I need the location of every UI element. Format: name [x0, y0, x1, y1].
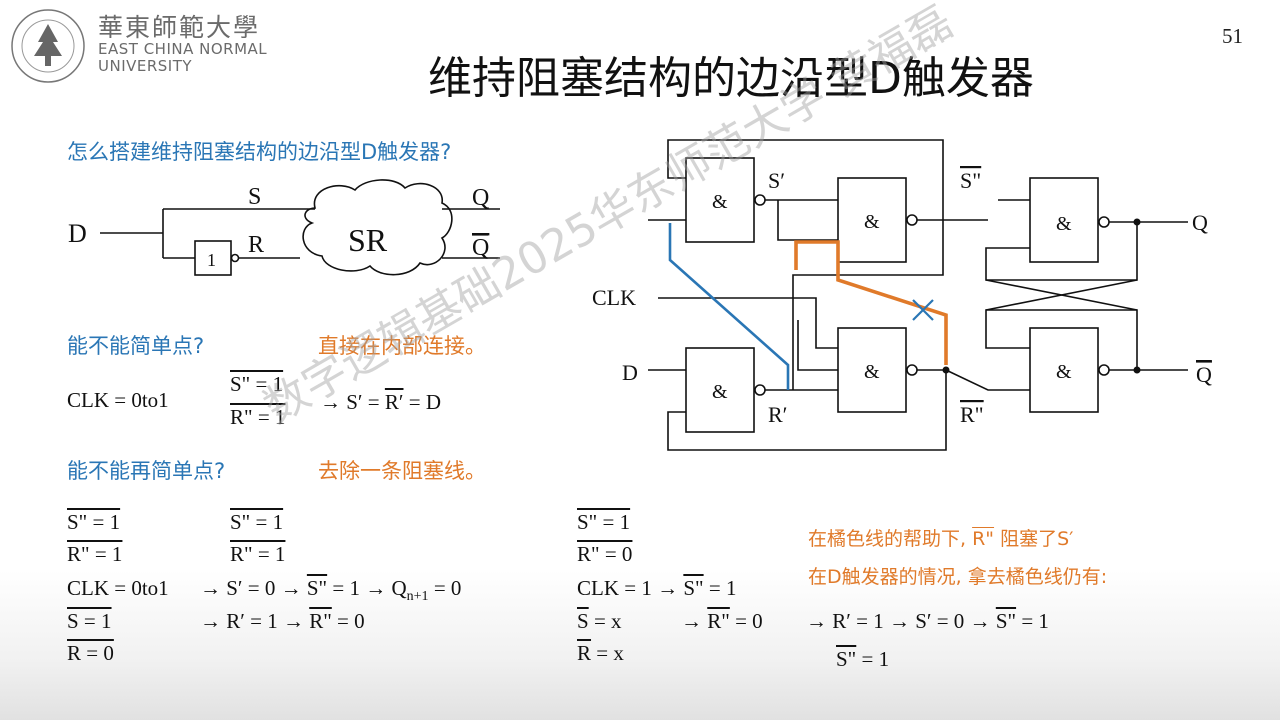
- note-chain: → R′ = 1 → S′ = 0 → S" = 1: [806, 609, 1049, 633]
- sr-latch-diagram: D S R 1 SR Q Q: [68, 179, 500, 276]
- logo-english-line2: UNIVERSITY: [98, 57, 193, 75]
- sr-block-label: SR: [348, 222, 388, 258]
- gate-2-label: &: [864, 211, 880, 233]
- qbar-output-label: Q: [1196, 362, 1212, 387]
- inverter-label: 1: [207, 250, 216, 270]
- logo-english-line1: EAST CHINA NORMAL: [98, 40, 268, 58]
- maintain-block-circuit: & & & & & & S′ S" R′ R" CLK D Q Q: [592, 139, 1212, 451]
- page-number: 51: [1222, 24, 1243, 48]
- bl-chain-q: → S′ = 0 → S" = 1 → Qn+1 = 0: [200, 576, 462, 605]
- cross-mark-icon: [912, 299, 934, 321]
- background-skyline: [0, 570, 1280, 720]
- bl-m-s2: S" = 1: [230, 510, 284, 534]
- bl-s: S = 1: [67, 609, 112, 633]
- gate-1-label: &: [712, 191, 728, 213]
- gate-4-label: &: [712, 381, 728, 403]
- answer-connect: 直接在内部连接。: [318, 334, 486, 358]
- gate-3-label: &: [864, 361, 880, 383]
- br-r2-0: → R" = 0: [681, 609, 763, 633]
- note-line2: 在D触发器的情况, 拿去橘色线仍有:: [808, 566, 1108, 588]
- output-qbar-label: Q: [472, 235, 489, 261]
- logo-emblem-icon: [11, 9, 85, 83]
- r-double-label: R": [960, 402, 984, 427]
- input-d-label: D: [68, 219, 87, 248]
- eq-s2-1: S" = 1: [230, 372, 284, 396]
- q-output-label: Q: [1192, 210, 1208, 235]
- orange-block-line: [794, 240, 948, 365]
- br-s2: S" = 1: [577, 510, 631, 534]
- question-build: 怎么搭建维持阻塞结构的边沿型D触发器?: [67, 140, 452, 164]
- bl-r2: R" = 1: [67, 542, 123, 566]
- slide-title: 维持阻塞结构的边沿型D触发器: [428, 53, 1034, 104]
- br-s-x: S = x: [577, 609, 622, 633]
- question-simpler: 能不能简单点?: [67, 334, 205, 358]
- bl-chain-r: → R′ = 1 → R" = 0: [200, 609, 365, 633]
- br-r-x: R = x: [577, 641, 624, 665]
- gate-6-label: &: [1056, 361, 1072, 383]
- bl-m-r2: R" = 1: [230, 542, 286, 566]
- r-label: R: [248, 232, 264, 258]
- bl-r: R = 0: [67, 641, 114, 665]
- gate-5-label: &: [1056, 213, 1072, 235]
- s-double-label: S": [960, 168, 981, 193]
- note-line1: 在橘色线的帮助下, R" 阻塞了S′: [808, 528, 1074, 550]
- answer-remove-line: 去除一条阻塞线。: [318, 459, 486, 483]
- s-prime-label: S′: [768, 168, 785, 193]
- br-clk: CLK = 1 → S" = 1: [577, 576, 737, 600]
- bl-s2: S" = 1: [67, 510, 121, 534]
- note-final: S" = 1: [836, 647, 890, 671]
- blue-block-line: [668, 223, 790, 390]
- eq-result-d: → S′ = R′ = D: [320, 390, 441, 414]
- clk-label: CLK: [592, 285, 636, 310]
- eq-r2-1: R" = 1: [230, 405, 286, 429]
- eq-clk-0to1: CLK = 0to1: [67, 388, 169, 412]
- bl-clk: CLK = 0to1: [67, 576, 169, 600]
- r-prime-label: R′: [768, 402, 788, 427]
- br-r2: R" = 0: [577, 542, 633, 566]
- logo-chinese-name: 華東師範大學: [98, 13, 261, 42]
- d-input-label: D: [622, 360, 638, 385]
- question-even-simpler: 能不能再简单点?: [67, 459, 226, 483]
- s-label: S: [248, 184, 261, 210]
- output-q-label: Q: [472, 185, 489, 211]
